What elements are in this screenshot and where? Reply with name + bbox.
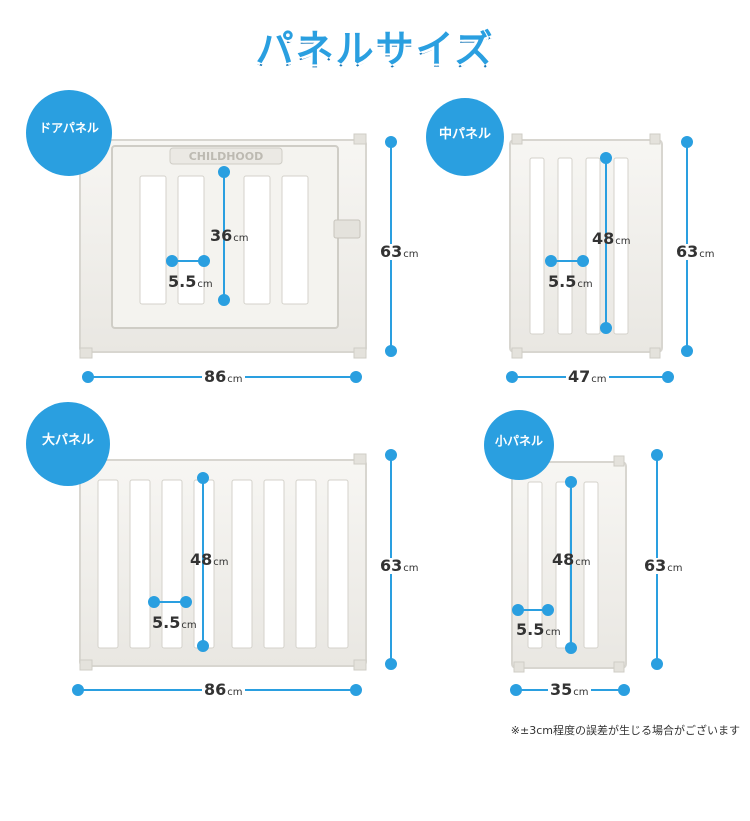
door-panel-slot: [243, 175, 271, 305]
middle-panel-connector: [649, 347, 661, 359]
large-bar-height-label: 48cm: [190, 550, 229, 569]
large-panel-slot: [295, 479, 317, 649]
middle-panel-connector: [511, 347, 523, 359]
small-panel-slot: [583, 481, 599, 649]
door-panel-connector: [353, 133, 367, 145]
door-panel-label: ドアパネル: [39, 120, 99, 135]
small-height-label: 63cm: [642, 556, 685, 575]
small-width-label: 35cm: [548, 680, 591, 699]
small-panel-slot: [527, 481, 543, 649]
large-panel-slot: [97, 479, 119, 649]
large-height-label: 63cm: [378, 556, 421, 575]
large-panel-connector: [353, 659, 367, 671]
middle-bar-height-label: 48cm: [592, 229, 631, 248]
middle-panel-connector: [511, 133, 523, 145]
small-panel-connector: [613, 661, 625, 673]
large-panel-frame: [79, 459, 367, 667]
door-panel-badge: ドアパネル: [26, 90, 112, 176]
door-width-label: 86cm: [202, 367, 245, 386]
small-panel-connector: [613, 455, 625, 467]
door-bar-height-label: 36cm: [210, 226, 249, 245]
large-panel-connector: [353, 453, 367, 465]
large-panel-slot: [129, 479, 151, 649]
middle-panel-slot: [557, 157, 573, 335]
middle-panel-label: 中パネル: [438, 126, 491, 142]
door-panel-slot: [139, 175, 167, 305]
large-panel-slot: [327, 479, 349, 649]
large-panel-slot: [231, 479, 253, 649]
large-panel-slot: [263, 479, 285, 649]
middle-width-label: 47cm: [566, 367, 609, 386]
middle-panel-badge: 中パネル: [426, 98, 504, 176]
door-panel-slot: [177, 175, 205, 305]
small-panel-label: 小パネル: [494, 433, 543, 448]
large-width-label: 86cm: [202, 680, 245, 699]
large-bar-gap-label: 5.5cm: [152, 613, 197, 632]
door-panel-plate-text: CHILDHOOD: [189, 150, 264, 163]
door-panel-latch: [333, 219, 361, 239]
page-title: パネルサイズ: [255, 27, 495, 71]
middle-panel-image: [509, 133, 663, 359]
small-panel-badge: 小パネル: [484, 410, 554, 480]
door-panel-plate: [169, 147, 283, 165]
door-height-label: 63cm: [378, 242, 421, 261]
middle-panel-slot: [529, 157, 545, 335]
middle-bar-gap-label: 5.5cm: [548, 272, 593, 291]
tolerance-note: ※±3cm程度の誤差が生じる場合がございます: [510, 724, 740, 737]
large-panel-connector: [79, 659, 93, 671]
door-panel-connector: [353, 347, 367, 359]
middle-panel-slot: [585, 157, 601, 335]
middle-panel-connector: [649, 133, 661, 145]
small-panel-image: [511, 455, 627, 673]
middle-panel-slot: [613, 157, 629, 335]
large-panel-slot: [161, 479, 183, 649]
dimension-lines: [72, 136, 693, 696]
small-bar-gap-label: 5.5cm: [516, 620, 561, 639]
door-panel-connector: [79, 347, 93, 359]
small-bar-height-label: 48cm: [552, 550, 591, 569]
door-panel-slot: [281, 175, 309, 305]
door-bar-gap-label: 5.5cm: [168, 272, 213, 291]
large-panel-badge: 大パネル: [26, 402, 110, 486]
middle-height-label: 63cm: [674, 242, 717, 261]
large-panel-label: 大パネル: [41, 432, 94, 448]
large-panel-image: [79, 453, 367, 671]
small-panel-connector: [513, 661, 525, 673]
